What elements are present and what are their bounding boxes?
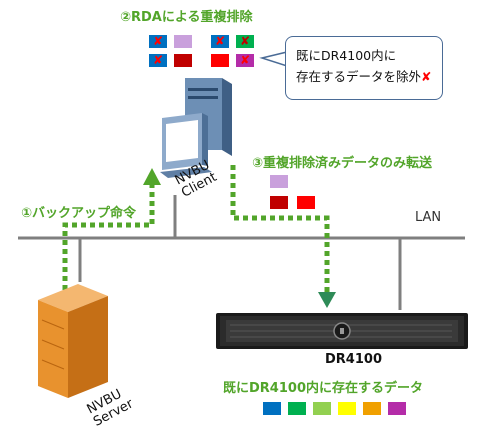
backup-command-arrow xyxy=(62,180,155,290)
x-icon: ✘ xyxy=(152,53,164,67)
step1-label: ①バックアップ命令 xyxy=(21,206,137,221)
data-block-blue xyxy=(263,402,281,415)
data-block-lime xyxy=(313,402,331,415)
server-tower-icon xyxy=(38,284,108,398)
lan-label: LAN xyxy=(415,210,442,225)
data-block-red xyxy=(297,196,315,209)
data-block-dark-red xyxy=(270,196,288,209)
data-block-dark-red xyxy=(174,54,192,67)
data-block-green xyxy=(288,402,306,415)
data-block-blue xyxy=(211,35,229,48)
data-block-lavender xyxy=(174,35,192,48)
appliance-caption: 既にDR4100内に存在するデータ xyxy=(223,381,423,396)
backup-command-arrowhead xyxy=(143,168,161,185)
callout-line1: 既にDR4100内に xyxy=(296,48,397,63)
step2-label: ②RDAによる重複排除 xyxy=(120,10,253,25)
data-block-blue xyxy=(149,35,167,48)
callout-line2-text: 存在するデータを除外 xyxy=(296,69,422,84)
appliance-label: DR4100 xyxy=(325,352,382,367)
x-icon: ✘ xyxy=(152,34,164,48)
data-block-red xyxy=(211,54,229,67)
dr4100-appliance-icon xyxy=(216,313,468,349)
data-block-green xyxy=(236,35,254,48)
x-icon: ✘ xyxy=(421,69,432,84)
data-block-lavender xyxy=(270,175,288,188)
transfer-arrowhead xyxy=(318,292,336,308)
data-block-magenta xyxy=(236,54,254,67)
x-icon: ✘ xyxy=(239,34,251,48)
data-block-blue xyxy=(149,54,167,67)
step3-label: ③重複排除済みデータのみ転送 xyxy=(252,156,433,171)
callout-line2: 存在するデータを除外✘ xyxy=(296,66,432,85)
callout-pointer xyxy=(259,51,288,68)
x-icon: ✘ xyxy=(214,34,226,48)
x-icon: ✘ xyxy=(239,53,251,67)
transfer-arrow xyxy=(230,165,330,295)
callout-box xyxy=(285,36,443,100)
data-block-magenta xyxy=(388,402,406,415)
data-block-yellow xyxy=(338,402,356,415)
client-computer-icon xyxy=(160,78,232,178)
data-block-orange xyxy=(363,402,381,415)
